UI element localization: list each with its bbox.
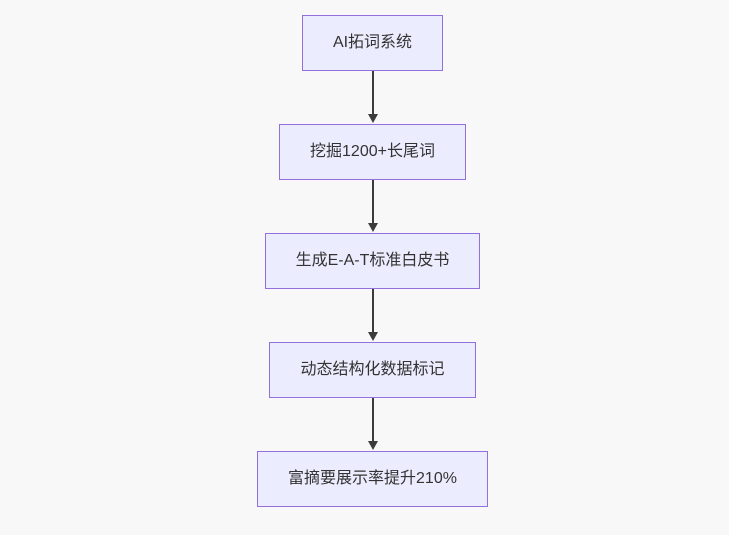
arrowhead-down-icon	[367, 441, 378, 450]
node-rich-snippet-rate-increase: 富摘要展示率提升210%	[257, 451, 488, 507]
node-longtail-keyword-mining: 挖掘1200+长尾词	[279, 124, 466, 180]
arrowhead-down-icon	[367, 332, 378, 341]
node-eat-whitepaper-generation: 生成E-A-T标准白皮书	[264, 233, 481, 289]
arrowhead-down-icon	[367, 223, 378, 232]
edge-arrow-3	[367, 289, 378, 342]
edge-line	[371, 289, 374, 333]
flowchart: AI拓词系统 挖掘1200+长尾词 生成E-A-T标准白皮书 动态结构化数据标记…	[8, 15, 729, 507]
node-dynamic-structured-data-markup: 动态结构化数据标记	[269, 342, 476, 398]
edge-line	[371, 180, 374, 224]
edge-line	[371, 398, 374, 442]
edge-arrow-1	[367, 71, 378, 124]
edge-arrow-2	[367, 180, 378, 233]
edge-line	[371, 71, 374, 115]
arrowhead-down-icon	[367, 114, 378, 123]
node-ai-expansion-system: AI拓词系统	[301, 15, 444, 71]
edge-arrow-4	[367, 398, 378, 451]
